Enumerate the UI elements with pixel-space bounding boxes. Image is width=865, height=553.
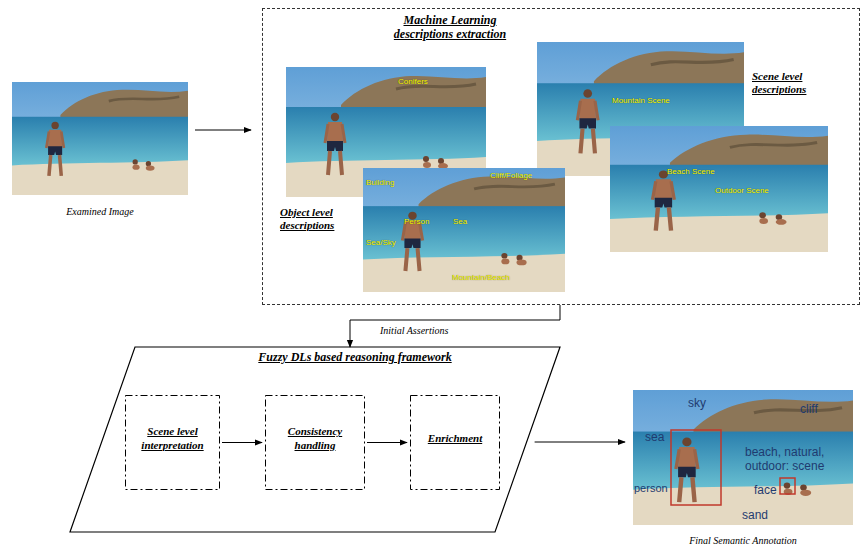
annotation-tag: person [634,482,668,495]
annotation-tag: sand [742,508,768,522]
process-box: Scene level interpretation [125,395,220,490]
scene-photo [610,126,828,252]
scene-tag: Mountain Scene [612,96,670,106]
section-heading: Scene level descriptions [752,70,834,96]
connector-arrow [222,442,262,443]
annotated-photo [633,390,853,525]
annotation-tag: face [754,483,777,497]
annotation-tag: sea [645,430,664,444]
image-caption: Examined Image [66,206,133,218]
parallelogram-shape [70,347,560,532]
annotation-tag: beach, natural, outdoor: scene [745,445,853,474]
box-shape [126,396,220,490]
scene-tag: Beach Scene [667,167,715,177]
image-panel: Examined Image [12,82,188,222]
group-heading: Fuzzy DLs based reasoning framework [258,350,451,364]
object-tag: Building [366,178,394,188]
box-shape [411,396,500,490]
section-heading: Object level descriptions [280,206,358,232]
object-photo [363,168,565,292]
object-tag: Mountain/Beach [452,273,510,283]
box-shape [266,396,365,490]
process-box: Enrichment [410,395,500,490]
reasoning-parallelogram: Fuzzy DLs based reasoning frameworkScene… [68,345,562,535]
process-box: Consistency handling [265,395,365,490]
connector-arrow [535,442,625,443]
process-label: Scene level interpretation [131,425,214,451]
connector-arrow [350,305,560,347]
object-tag: Sea [453,217,467,227]
object-tag: Sea/Sky [366,238,396,248]
object-tag: Conifers [398,77,428,87]
connector-arrow [367,442,407,443]
group-heading: Machine Learning descriptions extraction [375,13,525,42]
extraction-group-box: Machine Learning descriptions extraction [262,8,860,305]
examined-photo [12,82,188,195]
person-bounding-box [671,430,721,505]
annotation-tag: cliff [800,402,818,416]
process-label: Consistency handling [271,425,359,451]
face-bounding-box [780,478,795,494]
process-label: Enrichment [428,432,482,445]
scene-tag: Outdoor Scene [715,186,769,196]
object-tag: Cliff/Foliage [490,171,532,181]
object-tag: Person [404,217,429,227]
image-caption: Final Semantic Annotation [689,535,797,547]
annotation-tag: sky [688,396,706,410]
connector-arrow [195,130,251,131]
connector-label: Initial Assertions [378,325,450,336]
